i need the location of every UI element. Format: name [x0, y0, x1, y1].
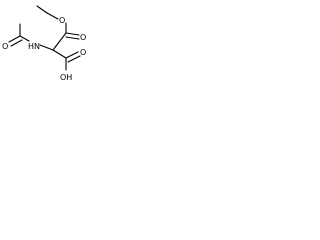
molecule-structure: O O HN O O OH — [2, 5, 86, 82]
bond-ethyl-c2-o — [46, 12, 59, 20]
molecule-diagram: O O HN O O OH — [0, 0, 102, 111]
bond-alpha-n — [39, 44, 54, 51]
bond-acid-carbonyl-2 — [67, 55, 81, 63]
bond-alpha-acid-c — [52, 49, 67, 59]
bond-ester-carbonyl-1 — [65, 32, 80, 36]
atom-amide-nitrogen: HN — [28, 42, 40, 51]
bond-acetyl-carbonyl-1 — [8, 35, 21, 43]
atom-ester-carbonyl-oxygen: O — [80, 33, 86, 42]
atom-ester-oxygen: O — [59, 16, 65, 25]
bond-ester-c-alpha — [52, 32, 67, 51]
bond-n-acetyl-c — [19, 35, 30, 42]
atom-acid-oxygen: O — [80, 48, 86, 57]
atom-amide-oxygen: O — [2, 42, 8, 51]
atom-acid-hydroxyl: OH — [60, 73, 72, 82]
bond-acetyl-carbonyl-2 — [10, 39, 23, 47]
bond-ester-carbonyl-2 — [65, 36, 80, 40]
bond-acid-carbonyl-1 — [65, 51, 79, 59]
bond-ethyl-c1-c2 — [36, 5, 48, 14]
